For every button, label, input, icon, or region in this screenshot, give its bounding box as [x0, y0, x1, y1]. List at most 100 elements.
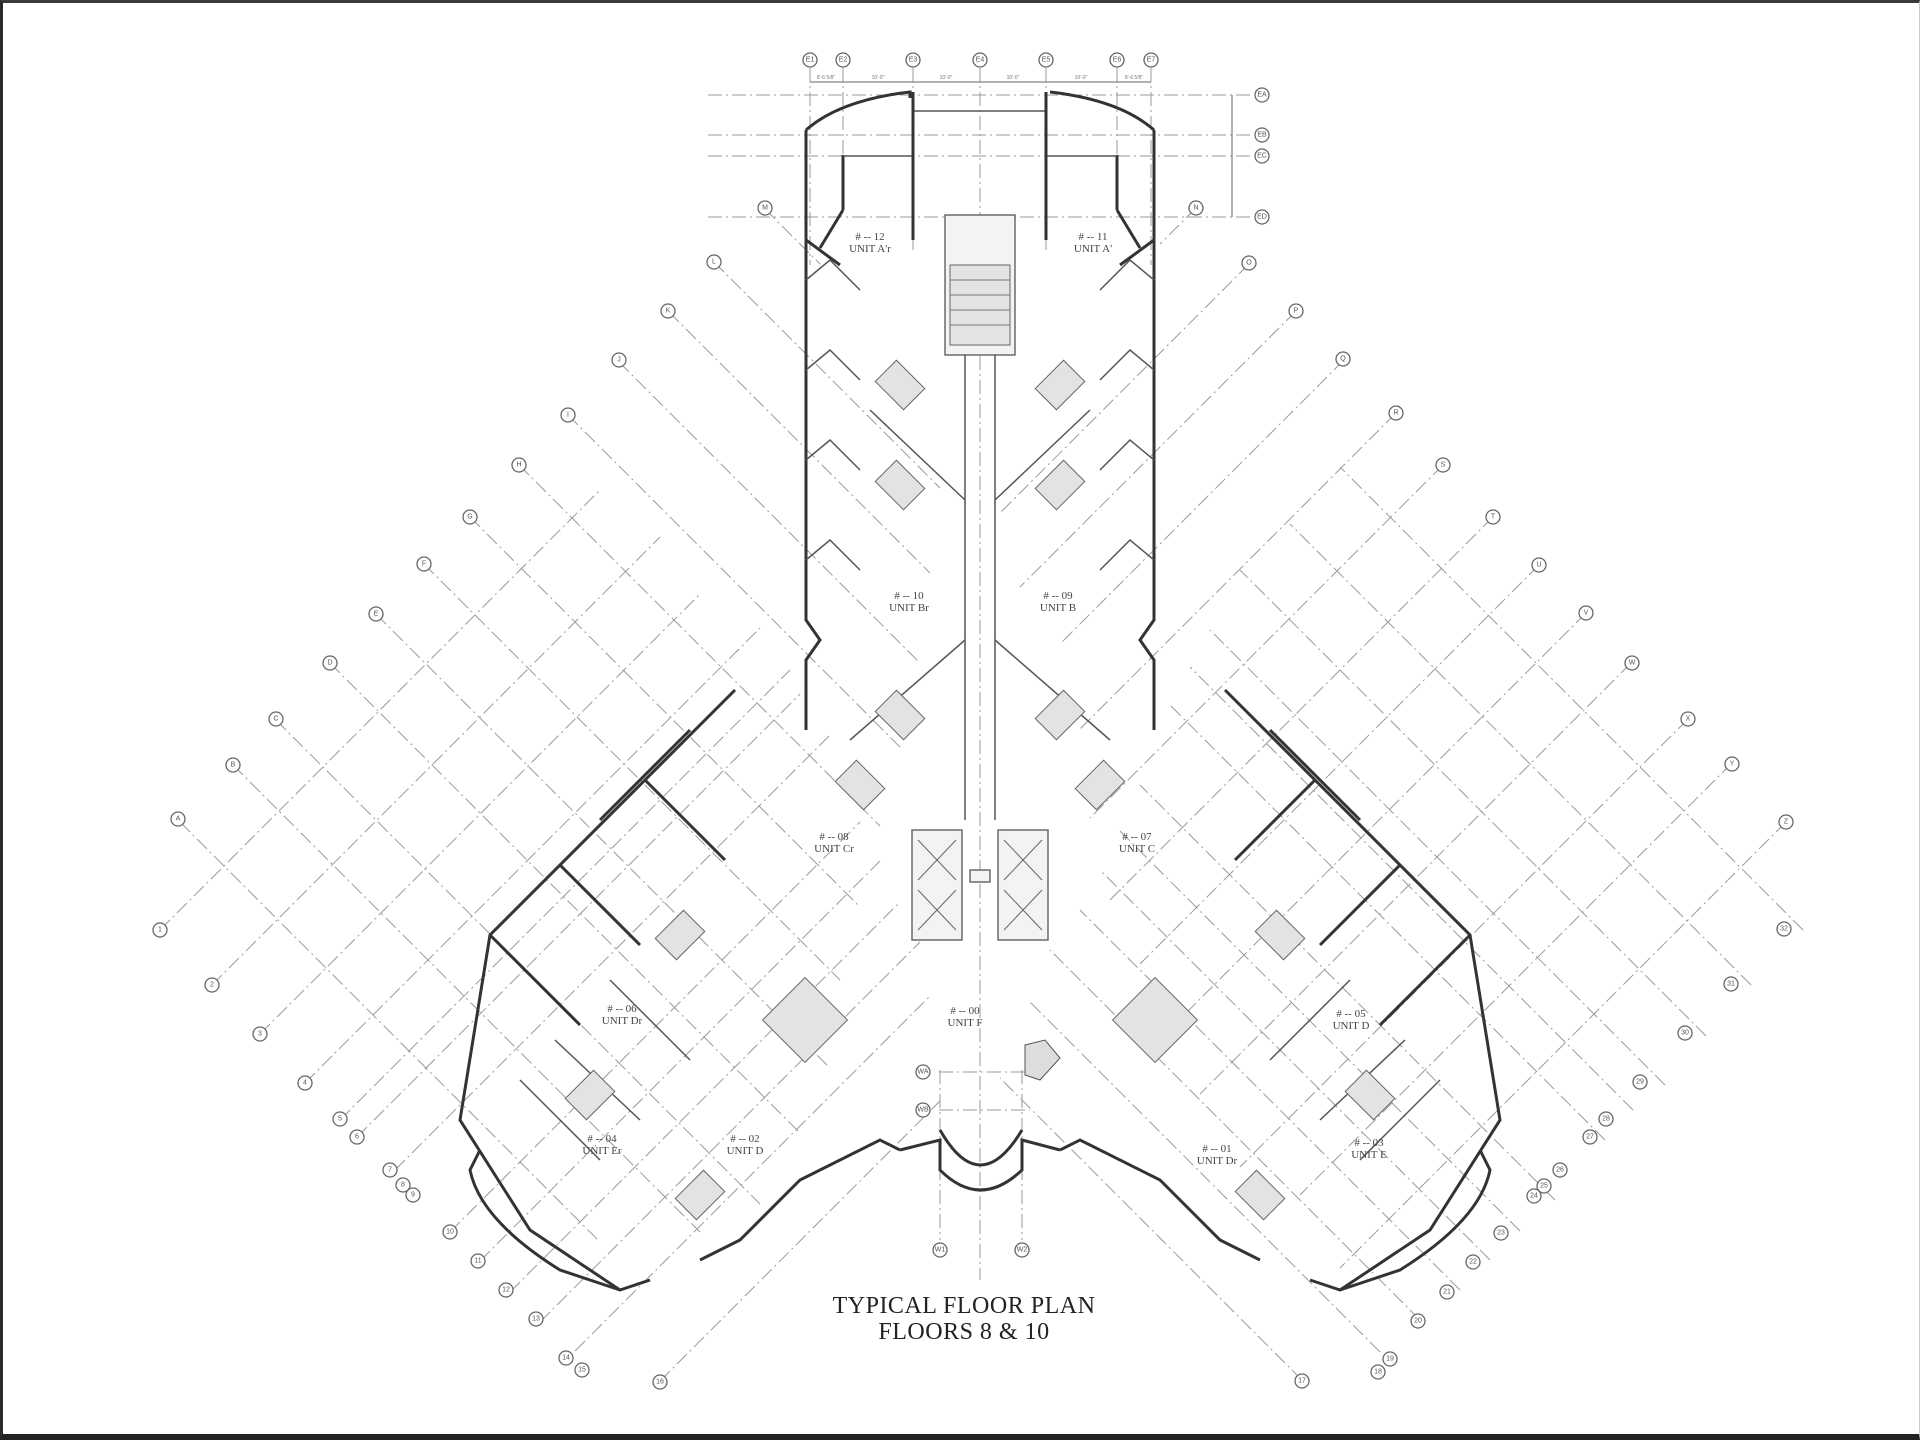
grid-bubble-W: W [1624, 655, 1640, 671]
grid-bubble-28: 28 [1598, 1111, 1614, 1127]
grid-bubble-7: 7 [382, 1162, 398, 1178]
drawing-title-line1: TYPICAL FLOOR PLAN [832, 1293, 1096, 1319]
svg-text:E: E [374, 611, 379, 618]
svg-text:13: 13 [532, 1316, 540, 1323]
svg-text:10'-0": 10'-0" [872, 75, 885, 81]
svg-text:2: 2 [210, 982, 214, 989]
grid-bubble-E3: E3 [905, 52, 921, 68]
grid-bubble-32: 32 [1776, 921, 1792, 937]
svg-text:29: 29 [1636, 1079, 1644, 1086]
svg-text:F: F [422, 561, 426, 568]
grid-bubble-N: N [1188, 200, 1204, 216]
svg-text:32: 32 [1780, 926, 1788, 933]
svg-text:R: R [1393, 410, 1398, 417]
svg-text:M: M [762, 205, 768, 212]
grid-bubble-3: 3 [252, 1026, 268, 1042]
grid-bubble-21: 21 [1439, 1284, 1455, 1300]
svg-text:27: 27 [1586, 1134, 1594, 1141]
grid-bubble-A: A [170, 811, 186, 827]
svg-text:15: 15 [578, 1367, 586, 1374]
svg-text:21: 21 [1443, 1289, 1451, 1296]
grid-bubble-E2: E2 [835, 52, 851, 68]
svg-text:Q: Q [1340, 356, 1346, 363]
svg-text:8'-6 5/8": 8'-6 5/8" [817, 75, 836, 81]
grid-bubble-27: 27 [1582, 1129, 1598, 1145]
grid-bubble-R: R [1388, 405, 1404, 421]
grid-bubble-18: 18 [1370, 1364, 1386, 1380]
svg-text:9: 9 [411, 1192, 415, 1199]
svg-text:8: 8 [401, 1182, 405, 1189]
svg-text:E4: E4 [976, 57, 985, 64]
svg-text:23: 23 [1497, 1230, 1505, 1237]
svg-text:H: H [516, 462, 521, 469]
svg-text:31: 31 [1727, 981, 1735, 988]
svg-text:A: A [176, 816, 181, 823]
grid-bubble-14: 14 [558, 1350, 574, 1366]
svg-text:20: 20 [1414, 1318, 1422, 1325]
svg-text:28: 28 [1602, 1116, 1610, 1123]
svg-text:Y: Y [1730, 761, 1735, 768]
grid-bubble-1: 1 [152, 922, 168, 938]
svg-text:V: V [1584, 610, 1589, 617]
svg-text:C: C [273, 716, 278, 723]
svg-text:22: 22 [1469, 1259, 1477, 1266]
grid-bubble-13: 13 [528, 1311, 544, 1327]
grid-bubble-E7: E7 [1143, 52, 1159, 68]
svg-text:T: T [1491, 514, 1496, 521]
grid-bubble-E4: E4 [972, 52, 988, 68]
svg-text:G: G [467, 514, 472, 521]
grid-bubbles: E1 E2 E3 E4 E5 E6 E7 EA EB EC ED A B C D… [152, 52, 1794, 1390]
grid-bubble-EC: EC [1254, 148, 1270, 164]
grid-bubble-V: V [1578, 605, 1594, 621]
svg-text:E2: E2 [839, 57, 848, 64]
svg-text:8'-6 5/8": 8'-6 5/8" [1125, 75, 1144, 81]
grid-bubble-E5: E5 [1038, 52, 1054, 68]
svg-text:E3: E3 [909, 57, 918, 64]
svg-text:E1: E1 [806, 57, 815, 64]
grid-bubble-H: H [511, 457, 527, 473]
svg-text:W2: W2 [1017, 1247, 1028, 1254]
svg-text:K: K [666, 308, 671, 315]
svg-text:U: U [1536, 562, 1541, 569]
grid-bubble-P: P [1288, 303, 1304, 319]
grid-bubble-G: G [462, 509, 478, 525]
svg-text:I: I [567, 412, 569, 419]
grid-bubble-I: I [560, 407, 576, 423]
grid-bubble-10: 10 [442, 1224, 458, 1240]
svg-text:N: N [1193, 205, 1198, 212]
grid-bubble-ED: ED [1254, 209, 1270, 225]
grid-bubble-15: 15 [574, 1362, 590, 1378]
svg-text:P: P [1294, 308, 1299, 315]
grid-bubble-C: C [268, 711, 284, 727]
svg-text:16: 16 [656, 1379, 664, 1386]
grid-bubble-29: 29 [1632, 1074, 1648, 1090]
grid-bubble-W2: W2 [1014, 1242, 1030, 1258]
svg-text:W1: W1 [935, 1247, 946, 1254]
svg-text:W: W [1629, 660, 1636, 667]
svg-text:17: 17 [1298, 1378, 1306, 1385]
grid-bubble-O: O [1241, 255, 1257, 271]
grid-bubble-X: X [1680, 711, 1696, 727]
grid-bubble-F: F [416, 556, 432, 572]
svg-text:24: 24 [1530, 1193, 1538, 1200]
svg-text:Z: Z [1784, 819, 1789, 826]
svg-text:19: 19 [1386, 1356, 1394, 1363]
grid-bubble-5: 5 [332, 1111, 348, 1127]
grid-bubble-E1: E1 [802, 52, 818, 68]
building-core [564, 214, 1396, 1221]
grid-bubble-Z: Z [1778, 814, 1794, 830]
grid-bubble-B: B [225, 757, 241, 773]
grid-bubble-11: 11 [470, 1253, 486, 1269]
grid-bubble-4: 4 [297, 1075, 313, 1091]
grid-bubble-24: 24 [1526, 1188, 1542, 1204]
grid-bubble-J: J [611, 352, 627, 368]
grid-bubble-16: 16 [652, 1374, 668, 1390]
